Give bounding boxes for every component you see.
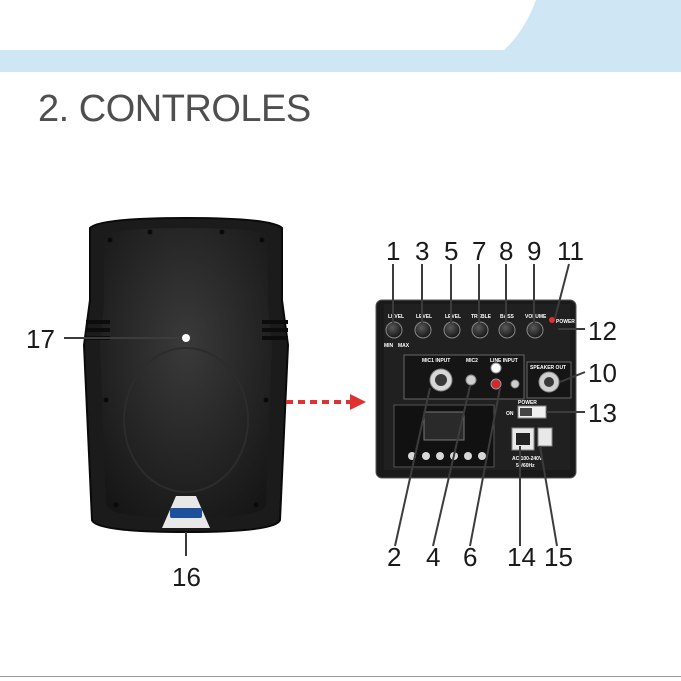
speaker-out-label: SPEAKER OUT xyxy=(530,365,566,371)
player-button[interactable] xyxy=(478,452,486,460)
callout-16: 16 xyxy=(172,562,201,592)
speaker-out-jack-center xyxy=(544,377,554,387)
callout-3: 3 xyxy=(415,236,429,266)
callout-8: 8 xyxy=(499,236,513,266)
player-button[interactable] xyxy=(436,452,444,460)
power-led-label: POWER xyxy=(556,319,575,325)
min-label: MIN xyxy=(384,343,394,349)
callout-15: 15 xyxy=(544,542,573,572)
callout-6: 6 xyxy=(463,542,477,572)
fuse-holder[interactable] xyxy=(538,428,552,446)
line-jack[interactable] xyxy=(511,380,519,388)
knob-label-6: VOLUME xyxy=(525,314,547,320)
callout-4: 4 xyxy=(426,542,440,572)
power-switch-label: POWER xyxy=(518,400,537,406)
callout-5: 5 xyxy=(444,236,458,266)
callout-14: 14 xyxy=(507,542,536,572)
callout-dot-17 xyxy=(182,334,190,342)
callout-11: 11 xyxy=(557,236,584,266)
knob-label-3: LEVEL xyxy=(445,314,461,320)
knob-label-4: TREBLE xyxy=(471,314,492,320)
max-label: MAX xyxy=(398,343,410,349)
jack-6-3mm[interactable] xyxy=(466,375,476,385)
power-led xyxy=(549,317,555,323)
ac-inlet-socket xyxy=(516,433,530,445)
red-arrow xyxy=(286,394,366,410)
xlr-jack-center xyxy=(435,374,447,386)
knob-mic1-level[interactable] xyxy=(386,322,402,338)
hz-rating: 50/60Hz xyxy=(516,463,535,469)
callout-12: 12 xyxy=(588,316,617,346)
callout-17: 17 xyxy=(26,324,55,354)
speaker-front xyxy=(84,218,288,532)
knob-label-2: LEVEL xyxy=(416,314,432,320)
knob-volume[interactable] xyxy=(527,322,543,338)
callout-2: 2 xyxy=(387,542,401,572)
bottom-rule xyxy=(0,676,681,677)
mic1-input-label: MIC1 INPUT xyxy=(422,358,450,364)
logo-plate xyxy=(170,508,202,518)
callout-13: 13 xyxy=(588,398,617,428)
rear-panel: LEVEL LEVEL LEVEL TREBLE BASS VOLUME MIN… xyxy=(376,300,576,478)
rca-white[interactable] xyxy=(491,363,501,373)
knob-label-5: BASS xyxy=(500,314,515,320)
player-button[interactable] xyxy=(464,452,472,460)
speaker-grille xyxy=(100,228,272,518)
player-button[interactable] xyxy=(422,452,430,460)
power-switch-rocker xyxy=(520,408,532,416)
knob-line-level[interactable] xyxy=(444,322,460,338)
callout-1: 1 xyxy=(386,236,400,266)
knob-treble[interactable] xyxy=(472,322,488,338)
knob-mic2-level[interactable] xyxy=(415,322,431,338)
knob-bass[interactable] xyxy=(499,322,515,338)
rca-red[interactable] xyxy=(491,379,501,389)
mic2-input-label: MIC2 xyxy=(466,358,478,364)
on-label: ON xyxy=(506,411,514,417)
callout-10: 10 xyxy=(588,358,617,388)
callout-7: 7 xyxy=(472,236,486,266)
ac-rating: AC 100-240V xyxy=(512,456,543,462)
knob-label-1: LEVEL xyxy=(388,314,404,320)
handle-right xyxy=(262,320,288,340)
callout-9: 9 xyxy=(527,236,541,266)
